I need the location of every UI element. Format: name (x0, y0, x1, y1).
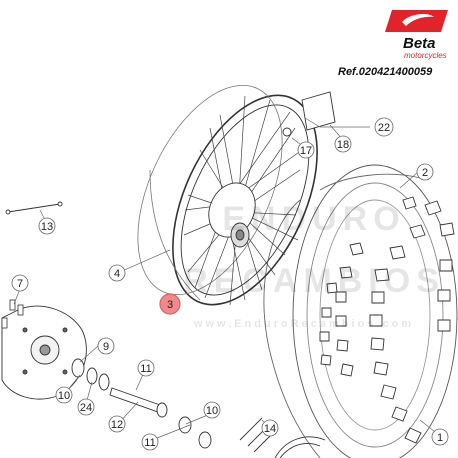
callout-3-highlighted[interactable]: 3 (159, 293, 181, 315)
tyre-knobs (319, 196, 455, 444)
brand-name: Beta (403, 35, 436, 52)
svg-text:4: 4 (114, 268, 120, 280)
callout-9[interactable]: 9 (97, 337, 115, 355)
callout-14[interactable]: 14 (261, 419, 279, 437)
svg-text:13: 13 (41, 221, 53, 233)
callout-10-left[interactable]: 10 (55, 386, 73, 404)
chain-sprocket (274, 436, 326, 458)
callout-1[interactable]: 1 (431, 428, 449, 446)
callout-2[interactable]: 2 (416, 163, 434, 181)
callout-17[interactable]: 17 (297, 141, 315, 159)
wire-part-13 (5, 201, 63, 215)
svg-text:1: 1 (437, 432, 443, 444)
beta-logo-swoosh (402, 14, 434, 26)
callout-7[interactable]: 7 (11, 274, 29, 292)
callout-13[interactable]: 13 (38, 217, 56, 235)
callout-22[interactable]: 22 (374, 117, 394, 137)
svg-text:11: 11 (140, 363, 151, 375)
callout-4[interactable]: 4 (108, 264, 126, 282)
callouts: 1 2 3 4 7 9 10 10 (11, 117, 449, 451)
svg-text:7: 7 (17, 278, 23, 290)
svg-text:14: 14 (264, 423, 276, 435)
watermark-enduro: ENDURO (222, 200, 406, 238)
svg-text:17: 17 (300, 145, 312, 157)
svg-text:3: 3 (167, 299, 173, 311)
highlight-ring (159, 293, 181, 315)
callout-11-bottom[interactable]: 11 (141, 433, 159, 451)
brake-disc (1, 305, 87, 400)
tyre (263, 164, 458, 458)
disc-bolts (1, 299, 24, 329)
svg-text:22: 22 (378, 122, 390, 134)
watermark-recambios: RECAMBIOS (183, 262, 445, 300)
svg-text:2: 2 (422, 167, 428, 179)
beta-logo: Beta motorcycles (385, 10, 448, 60)
callout-12[interactable]: 12 (108, 415, 126, 433)
brand-tagline: motorcycles (404, 51, 447, 60)
svg-text:18: 18 (337, 139, 349, 151)
callout-18[interactable]: 18 (334, 135, 352, 153)
svg-text:10: 10 (206, 405, 218, 417)
callout-24[interactable]: 24 (77, 398, 95, 416)
callout-11-top[interactable]: 11 (137, 359, 155, 377)
svg-text:11: 11 (144, 437, 155, 449)
svg-text:9: 9 (103, 341, 109, 353)
svg-text:24: 24 (80, 402, 92, 414)
svg-text:10: 10 (58, 390, 70, 402)
wheel-hub (208, 182, 256, 248)
reference-number: Ref.020421400059 (338, 66, 433, 78)
valve-part-18 (282, 91, 336, 137)
beta-logo-mark (385, 10, 448, 32)
wheel-rim (137, 84, 318, 306)
callout-10-right[interactable]: 10 (203, 401, 221, 419)
watermark-url: www.EnduroRecambios.com (193, 318, 415, 330)
svg-text:12: 12 (111, 419, 123, 431)
